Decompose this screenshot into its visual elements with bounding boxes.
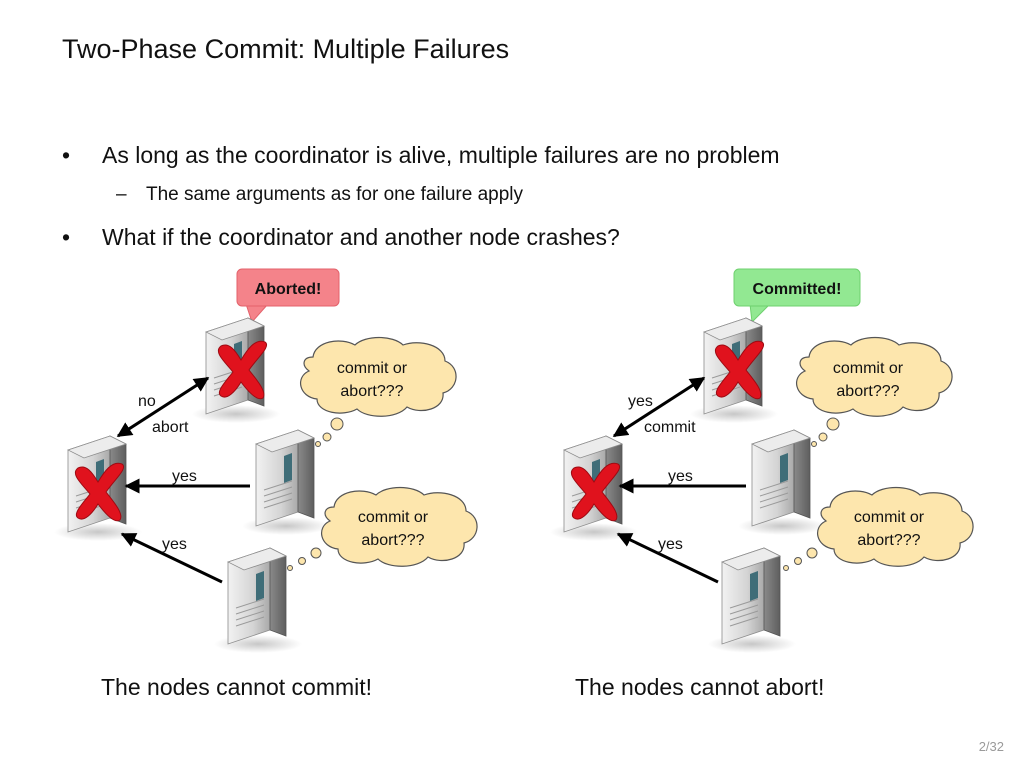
arrow-label: commit <box>644 419 696 436</box>
arrow-coordinator-exchange <box>612 376 706 438</box>
slide-title: Two-Phase Commit: Multiple Failures <box>62 34 510 64</box>
thought-bubble-icon <box>287 486 478 571</box>
speech-callout-icon <box>733 268 861 324</box>
bullet-symbol: • <box>62 142 71 168</box>
arrow-label: yes <box>162 536 187 553</box>
server-icon <box>213 547 303 654</box>
right-caption: The nodes cannot abort! <box>575 674 825 700</box>
bullet-symbol: • <box>62 224 71 250</box>
arrow-label: abort <box>152 419 189 436</box>
thought-text: commit or <box>833 360 904 377</box>
arrow-node3-vote <box>120 532 223 584</box>
thought-text: abort??? <box>361 532 424 549</box>
arrow-node3-vote <box>616 532 719 584</box>
sub-bullet-symbol: – <box>116 184 127 205</box>
left-scenario: Aborted! no abort yes yes commit or abor… <box>53 268 478 654</box>
thought-text: commit or <box>854 509 925 526</box>
thought-text: abort??? <box>836 383 899 400</box>
server-icon <box>707 547 797 654</box>
right-scenario: Committed! yes commit yes yes commit or … <box>549 268 974 654</box>
arrow-label: no <box>138 393 156 410</box>
page-number: 2/32 <box>978 739 1004 754</box>
arrow-label: yes <box>658 536 683 553</box>
arrow-coordinator-exchange <box>116 376 210 438</box>
thought-bubble-icon <box>783 486 974 571</box>
coordinator-callout-text: Aborted! <box>255 281 322 298</box>
thought-bubble-icon <box>299 336 457 447</box>
coordinator-callout-text: Committed! <box>753 281 842 298</box>
thought-text: commit or <box>358 509 429 526</box>
left-caption: The nodes cannot commit! <box>101 674 373 700</box>
arrow-label: yes <box>668 468 693 485</box>
sub-bullet-text: The same arguments as for one failure ap… <box>146 184 524 205</box>
arrow-label: yes <box>628 393 653 410</box>
arrow-label: yes <box>172 468 197 485</box>
speech-callout-icon <box>236 268 340 323</box>
thought-text: abort??? <box>857 532 920 549</box>
thought-text: abort??? <box>340 383 403 400</box>
bullet-text: As long as the coordinator is alive, mul… <box>102 142 780 168</box>
bullet-text: What if the coordinator and another node… <box>102 224 620 250</box>
thought-text: commit or <box>337 360 408 377</box>
thought-bubble-icon <box>795 336 953 447</box>
